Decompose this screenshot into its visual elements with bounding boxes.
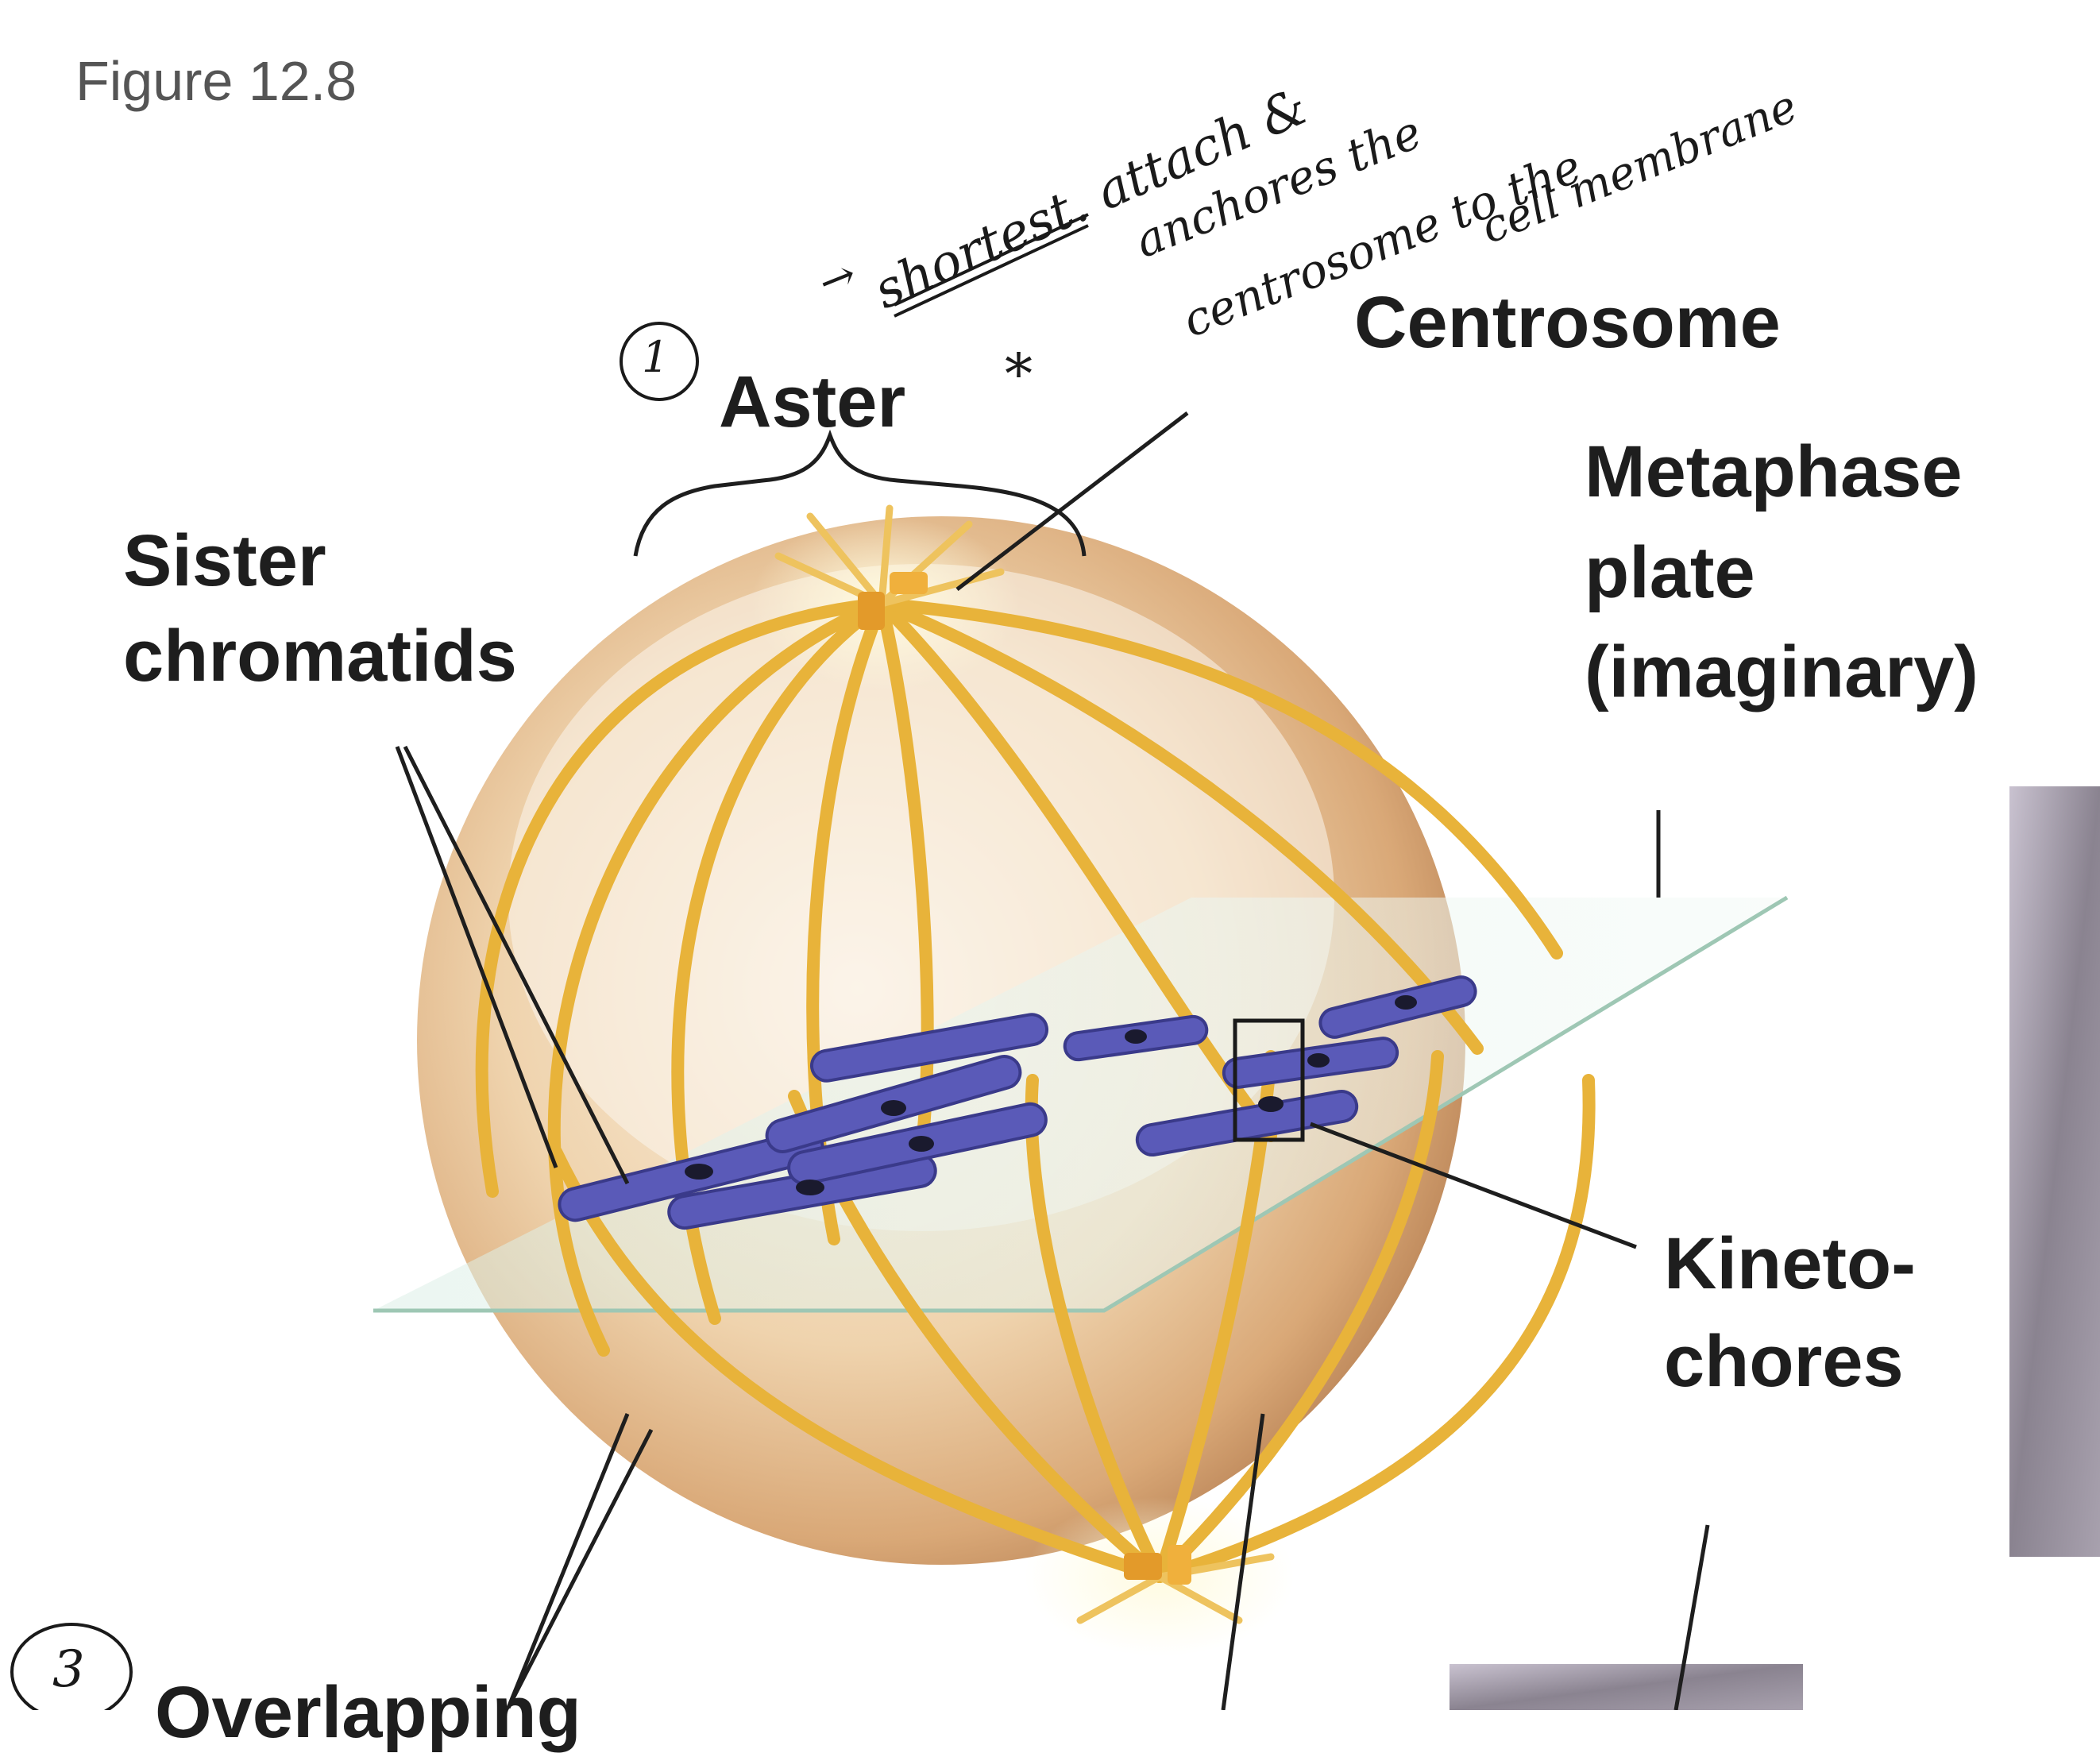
mitosis-metaphase-diagram (0, 0, 2100, 1710)
micrograph-panel-bottom (1450, 1664, 1803, 1710)
kinetochores-label-line1: Kineto- (1664, 1227, 1916, 1302)
handwritten-number-three: 3 (52, 1640, 85, 1699)
metaphase-plate-label-line2: plate (1585, 536, 1755, 611)
metaphase-plate-label-line1: Metaphase (1585, 435, 1963, 510)
overlapping-label: Overlapping (155, 1676, 581, 1751)
figure-caption: Figure 12.8 (75, 49, 357, 113)
aster-label: Aster (719, 365, 905, 440)
sister-chromatids-label-line1: Sister (123, 524, 326, 599)
centrosome-label: Centrosome (1354, 286, 1781, 361)
handwritten-number-one: 1 (642, 332, 669, 382)
handwritten-star: * (1005, 342, 1033, 407)
kinetochores-label-line2: chores (1664, 1325, 1904, 1400)
sister-chromatids-label-line2: chromatids (123, 620, 517, 694)
micrograph-panel-right (2009, 786, 2100, 1557)
metaphase-plate-label-line3: (imaginary) (1585, 635, 1978, 710)
